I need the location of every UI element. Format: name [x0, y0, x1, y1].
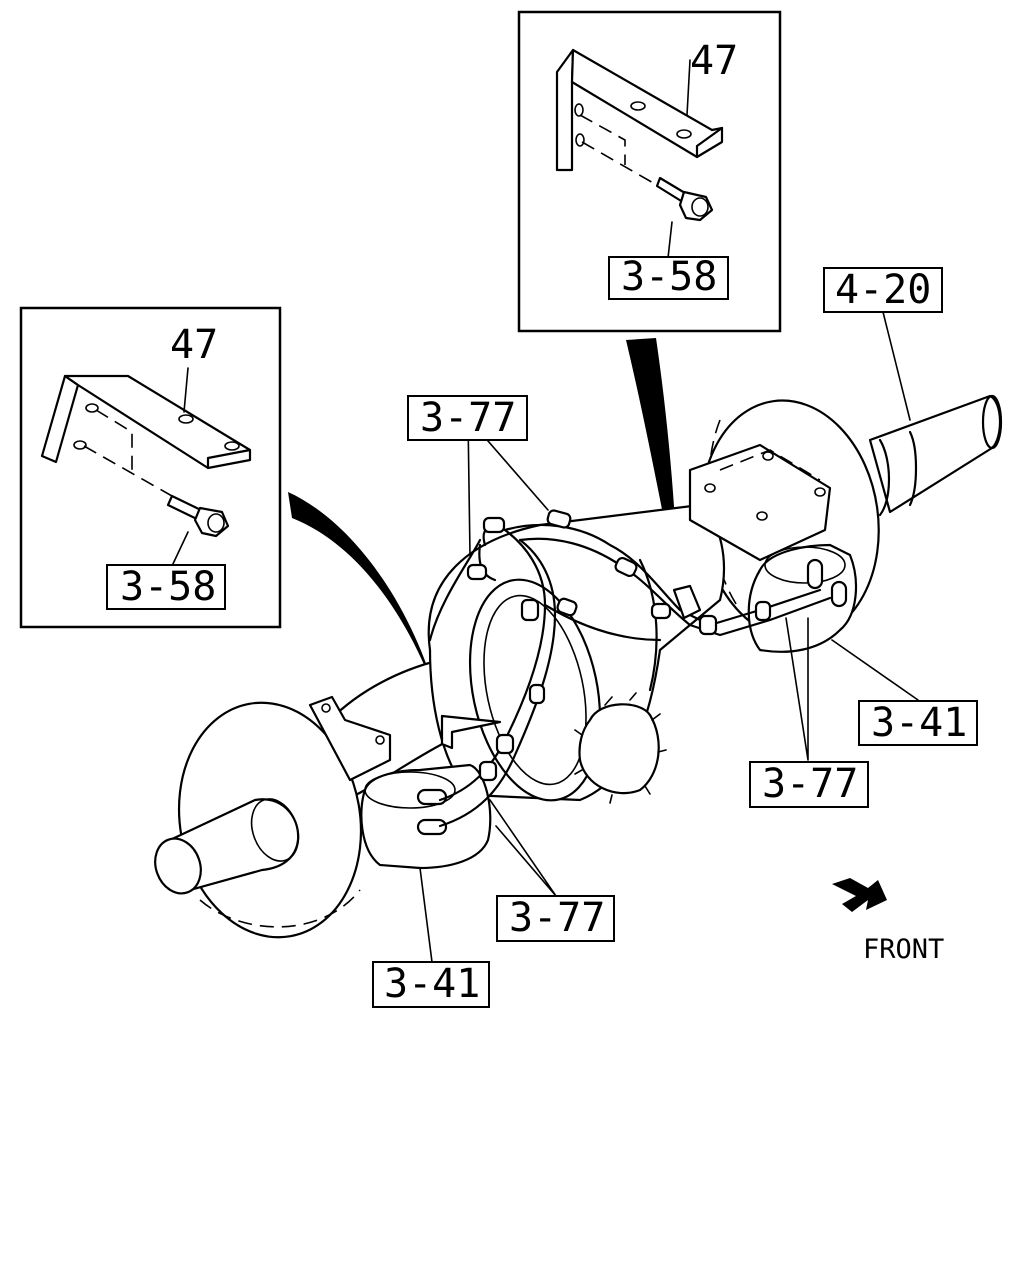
callout-box-3-77-upper [407, 395, 528, 441]
inset-left-frame [19, 306, 282, 629]
leader-3-77-lower [489, 799, 557, 897]
bracket-47-top [555, 48, 724, 189]
left-sensor-3-41 [360, 763, 492, 870]
callout-box-3-41-left [372, 961, 490, 1008]
harness-bracket-top [672, 584, 702, 620]
callout-3-58-top: 3-58 [621, 254, 717, 300]
bolt-3-58-left [166, 494, 230, 538]
leader-3-58-top [667, 221, 673, 259]
pointer-wedge-top [626, 338, 678, 590]
callout-box-3-58-left [106, 564, 226, 610]
callout-3-77-right: 3-77 [762, 761, 858, 807]
bracket-47-left [40, 374, 252, 497]
pointer-wedge-left [288, 492, 438, 700]
callout-box-3-41-right [858, 700, 978, 746]
front-arrow-icon [832, 878, 887, 912]
inset-top-right-frame [517, 10, 782, 333]
leader-3-41-right [831, 639, 919, 701]
right-sensor-3-41 [747, 543, 858, 653]
callout-47-left: 47 [170, 322, 218, 368]
callout-box-3-77-lower [496, 895, 615, 942]
leader-47-top [686, 59, 691, 116]
harness-bracket-left [440, 714, 502, 750]
callout-3-77-upper: 3-77 [420, 395, 516, 441]
callout-3-58-left: 3-58 [120, 564, 216, 610]
callout-box-4-20 [823, 267, 943, 313]
callout-box-3-58-top [608, 256, 729, 300]
inset-top-right: 47 3-58 [517, 10, 782, 333]
left-axle-shaft [154, 798, 300, 895]
leader-47-left [183, 367, 189, 413]
callout-3-77-lower: 3-77 [509, 895, 605, 941]
callout-3-41-right: 3-41 [871, 700, 967, 746]
leader-4-20 [882, 311, 911, 421]
rear-axle-assembly [154, 394, 1003, 939]
callout-box-3-77-right [749, 761, 869, 808]
front-indicator: FRONT [832, 878, 944, 965]
front-label: FRONT [863, 934, 944, 965]
right-axle-shaft [868, 394, 1003, 517]
inset-left: 47 3-58 [19, 306, 282, 629]
callout-3-41-left: 3-41 [384, 961, 480, 1007]
leader-3-41-left [419, 867, 433, 963]
callout-4-20: 4-20 [835, 267, 931, 313]
sensor-harness [438, 509, 832, 828]
left-axle-flange [308, 695, 392, 782]
leader-3-58-left [171, 531, 189, 567]
leader-3-77-right [785, 617, 809, 761]
callout-47-top: 47 [690, 38, 738, 84]
bolt-3-58-top [655, 176, 714, 222]
